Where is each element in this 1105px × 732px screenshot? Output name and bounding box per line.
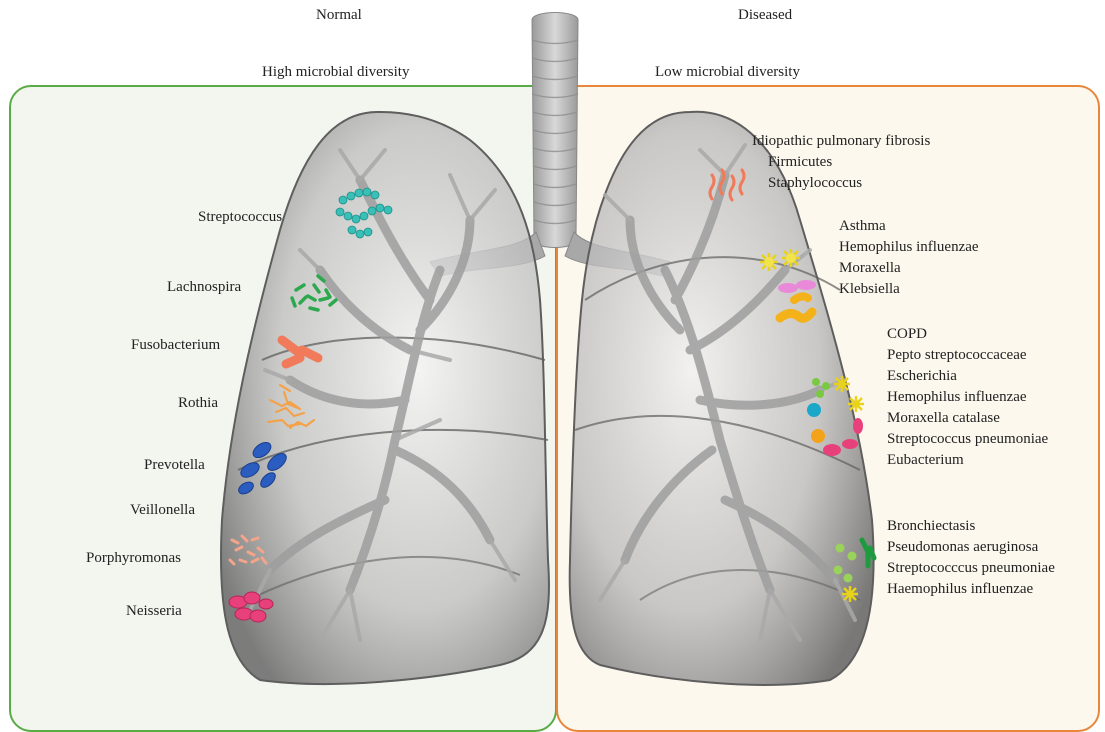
label-rothia: Rothia <box>178 393 218 414</box>
ipf-line: Firmicutes <box>768 152 832 173</box>
diseased-title: Diseased <box>738 5 792 26</box>
label-porphyromonas: Porphyromonas <box>86 548 181 569</box>
label-fusobacterium: Fusobacterium <box>131 335 220 356</box>
diseased-subtitle: Low microbial diversity <box>655 62 800 83</box>
copd-line: Pepto streptococcaceae <box>887 345 1027 366</box>
copd-line: Escherichia <box>887 366 957 387</box>
asthma-line: Klebsiella <box>839 279 900 300</box>
asthma-title: Asthma <box>839 216 886 237</box>
label-lachnospira: Lachnospira <box>167 277 241 298</box>
bronchiectasis-line: Streptococccus pneumoniae <box>887 558 1055 579</box>
normal-subtitle: High microbial diversity <box>262 62 409 83</box>
normal-title: Normal <box>316 5 362 26</box>
label-prevotella: Prevotella <box>144 455 205 476</box>
ipf-title: Idiopathic pulmonary fibrosis <box>752 131 930 152</box>
asthma-line: Hemophilus influenzae <box>839 237 979 258</box>
label-neisseria: Neisseria <box>126 601 182 622</box>
copd-line: Hemophilus influenzae <box>887 387 1027 408</box>
label-veillonella: Veillonella <box>130 500 195 521</box>
bronchiectasis-title: Bronchiectasis <box>887 516 975 537</box>
copd-title: COPD <box>887 324 927 345</box>
label-streptococcus: Streptococcus <box>198 207 282 228</box>
left-lung <box>221 112 549 684</box>
copd-line: Streptococcus pneumoniae <box>887 429 1048 450</box>
copd-line: Moraxella catalase <box>887 408 1000 429</box>
bronchiectasis-line: Haemophilus influenzae <box>887 579 1033 600</box>
asthma-line: Moraxella <box>839 258 901 279</box>
bronchiectasis-line: Pseudomonas aeruginosa <box>887 537 1038 558</box>
copd-line: Eubacterium <box>887 450 964 471</box>
ipf-line: Staphylococcus <box>768 173 862 194</box>
